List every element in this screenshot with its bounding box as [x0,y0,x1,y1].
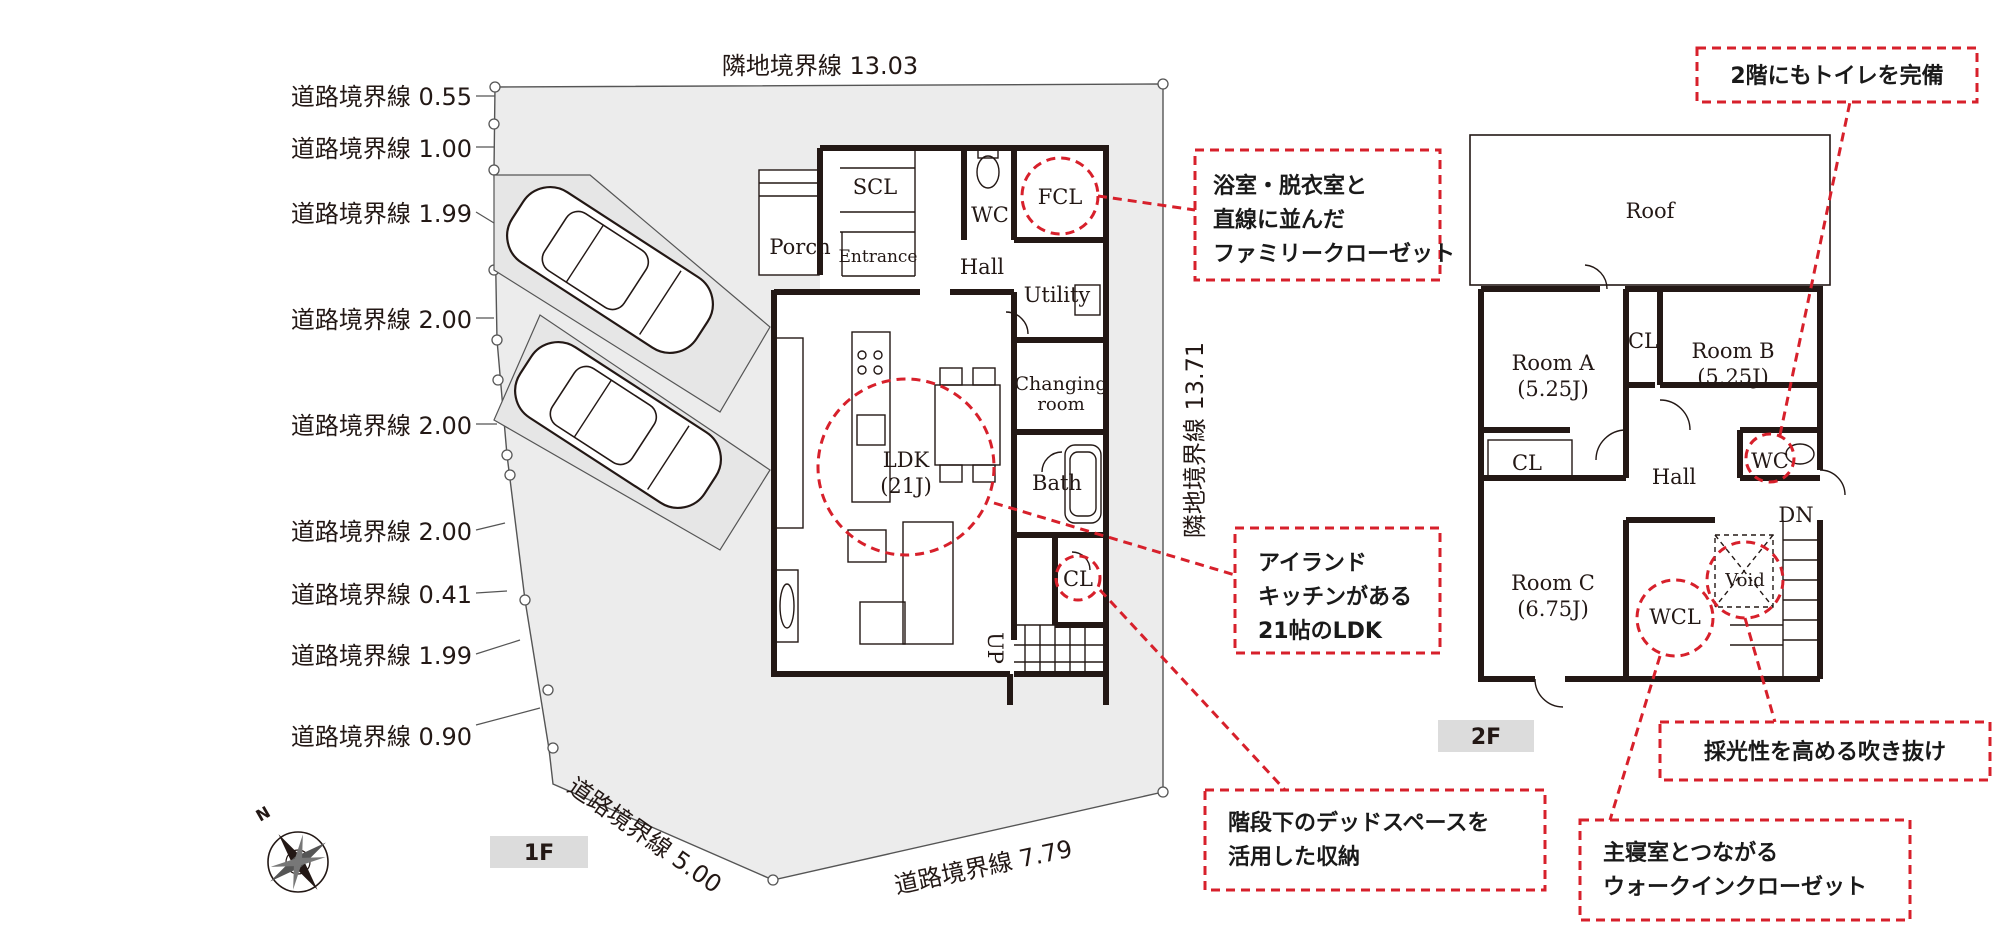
road-boundary-label: 道路境界線 2.00 [291,412,472,440]
annotation-toilet: 2階にもトイレを完備 [1695,46,1979,104]
annotation-ldk: アイランド キッチンがある 21帖のLDK [1233,526,1442,655]
road-boundary-label: 道路境界線 1.99 [291,200,472,228]
annotation-ldk-line3: 21帖のLDK [1258,619,1383,644]
stairs-dn-label: DN [1778,503,1813,527]
annotation-stairs: 階段下のデッドスペースを 活用した収納 [1203,788,1547,892]
room-b: Room B [1691,339,1774,363]
floor-tag-2f [1438,720,1534,752]
road-boundary-label: 道路境界線 1.99 [291,642,472,670]
highlight-wcl [1635,578,1715,658]
room-utility: Utility [1024,283,1091,307]
room-ldk: LDK [883,448,930,472]
annotation-ldk-line2: キッチンがある [1258,584,1412,610]
room-c: Room C [1511,571,1595,595]
room-fcl: FCL [1038,185,1083,209]
floor-plan-1f [758,145,1109,705]
rooms-1f: SCL WC FCL Porch Entrance Hall Utility C… [769,175,1107,664]
room-changing-line1: Changing [1015,373,1108,395]
annotation-stairs-line1: 階段下のデッドスペースを [1228,810,1489,836]
room-entrance: Entrance [839,247,918,267]
annotation-void-text: 採光性を高める吹き抜け [1704,739,1946,765]
floor-tag-1f-label: 1F [524,841,554,866]
floor-tag-2f-label: 2F [1471,725,1501,750]
stairs-up-label: UP [983,632,1007,664]
annotation-toilet-text: 2階にもトイレを完備 [1730,63,1943,89]
annotation-fcl-line3: ファミリークローゼット [1213,242,1455,267]
road-boundary-labels: 道路境界線 0.55 道路境界線 1.00 道路境界線 1.99 道路境界線 2… [291,83,472,751]
room-cl-2f-top: CL [1628,329,1658,353]
road-boundary-label: 道路境界線 0.90 [291,723,472,751]
annotation-wcl-line2: ウォークインクローゼット [1603,875,1867,900]
car-icon [506,186,714,354]
road-boundary-label: 道路境界線 0.41 [291,581,472,609]
boundary-neighbor-top: 隣地境界線 13.03 [722,52,918,80]
room-a: Room A [1512,351,1596,375]
annotation-wcl-line1: 主寝室とつながる [1603,840,1778,866]
room-roof: Roof [1626,199,1677,223]
road-boundary-label: 道路境界線 2.00 [291,306,472,334]
road-boundary-label: 道路境界線 1.00 [291,135,472,163]
room-porch: Porch [769,235,830,259]
annotation-fcl-line1: 浴室・脱衣室と [1213,173,1367,199]
annotation-wcl: 主寝室とつながる ウォークインクローゼット [1578,818,1912,922]
highlight-markers [816,101,1852,821]
rooms-2f: Roof Room A (5.25J) CL Room B (5.25J) CL… [1511,199,1813,629]
compass-north-label: N [253,802,274,825]
floor-tag-1f [490,836,588,868]
annotation-void: 採光性を高める吹き抜け [1658,720,1992,782]
room-a-size: (5.25J) [1517,377,1589,401]
annotation-ldk-line1: アイランド [1258,551,1367,576]
room-changing-line2: room [1037,394,1084,415]
room-hall-2f: Hall [1652,465,1697,489]
room-c-size: (6.75J) [1517,597,1589,621]
highlight-void [1705,540,1785,620]
room-ldk-size: (21J) [880,474,932,498]
car-icon [514,341,722,509]
annotation-fcl: 浴室・脱衣室と 直線に並んだ ファミリークローゼット [1193,148,1455,282]
room-scl: SCL [853,175,897,199]
room-wcl: WCL [1649,605,1701,629]
floor-plan-2f [1469,134,1846,708]
highlight-ldk [816,377,996,557]
compass-icon [267,831,329,893]
highlight-stairs-cl [1054,554,1102,602]
annotation-fcl-line2: 直線に並んだ [1213,207,1345,233]
room-cl-2f-left: CL [1512,451,1542,475]
road-boundary-label: 道路境界線 0.55 [291,83,472,111]
room-hall-1f: Hall [960,255,1005,279]
boundary-neighbor-right: 隣地境界線 13.71 [1181,342,1209,538]
annotation-stairs-line2: 活用した収納 [1228,844,1360,870]
room-cl-1f: CL [1063,567,1093,591]
room-b-size: (5.25J) [1697,365,1769,389]
room-bath: Bath [1032,471,1082,495]
room-wc-2f: WC [1751,449,1789,473]
road-boundary-label: 道路境界線 2.00 [291,518,472,546]
highlight-wc-2f [1744,432,1796,484]
room-void: Void [1724,570,1764,591]
room-wc-1f: WC [971,203,1009,227]
